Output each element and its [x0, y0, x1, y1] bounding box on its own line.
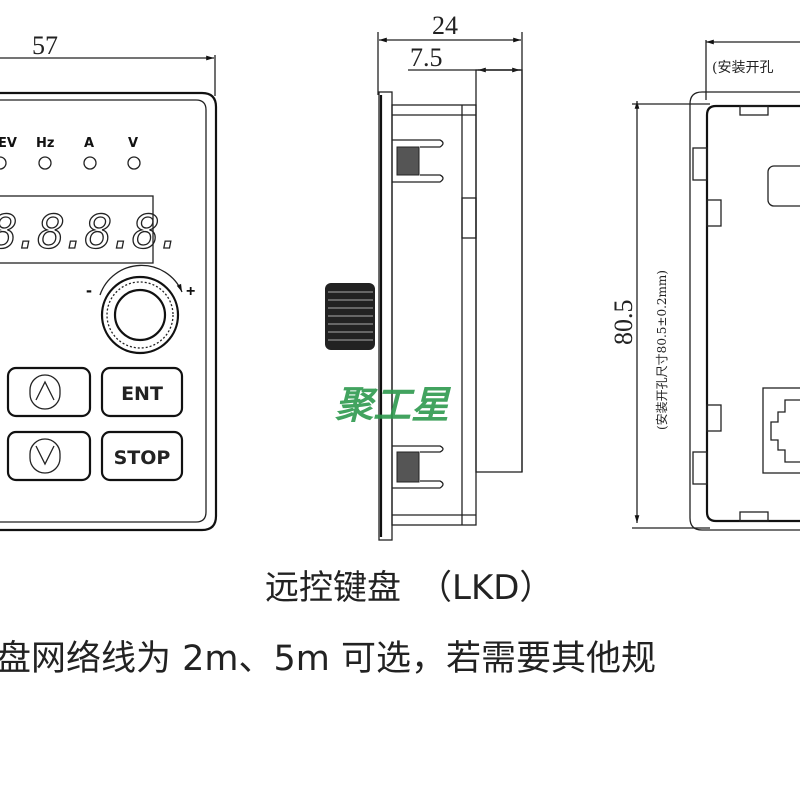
window-cutout [767, 165, 800, 207]
rear-view: (安装开孔 80.5 (安装开孔尺寸80.5±0.2mm) [609, 39, 800, 531]
potentiometer-knob[interactable] [99, 264, 183, 355]
clip-bottom [392, 445, 444, 489]
front-view: 57 EV Hz A V 8.8.8.8. - + ENT [0, 31, 218, 532]
side-view: 24 7.5 聚工星 [325, 11, 523, 541]
stop-button-label: STOP [114, 447, 171, 469]
front-housing [0, 91, 218, 532]
indicator-led-ev [0, 156, 7, 170]
caption: 远控键盘 （LKD） [265, 568, 554, 608]
indicator-led-v [127, 156, 141, 170]
ent-button-label: ENT [121, 383, 163, 405]
top-cutout-note: (安装开孔 [712, 60, 773, 76]
cable-note: 盘网络线为 2m、5m 可选，若需要其他规 [0, 639, 656, 679]
depth-dimension: 24 [432, 11, 458, 40]
rear-dimension: 7.5 [410, 43, 443, 72]
width-dimension: 57 [32, 31, 58, 60]
clip-top [392, 139, 444, 183]
indicator-label-a: A [84, 136, 94, 151]
watermark: 聚工星 [335, 383, 452, 427]
down-button[interactable] [6, 430, 92, 482]
indicator-led-a [83, 156, 97, 170]
knob-plus-label: + [186, 283, 195, 300]
rear-housing [689, 91, 800, 531]
stop-button[interactable]: STOP [100, 430, 184, 482]
indicator-label-hz: Hz [36, 136, 54, 151]
indicator-led-hz [38, 156, 52, 170]
led-display [0, 195, 154, 264]
knob-side-icon [325, 283, 375, 350]
ent-button[interactable]: ENT [100, 366, 184, 418]
display-digits: 8.8.8.8. [0, 205, 180, 259]
indicator-label-v: V [128, 136, 138, 151]
indicator-label-ev: EV [0, 136, 17, 151]
rj45-port-icon [762, 387, 800, 474]
up-button[interactable] [6, 366, 92, 418]
height-dimension: 80.5 [609, 300, 638, 346]
cutout-note: (安装开孔尺寸80.5±0.2mm) [654, 270, 669, 430]
knob-minus-label: - [86, 280, 92, 300]
